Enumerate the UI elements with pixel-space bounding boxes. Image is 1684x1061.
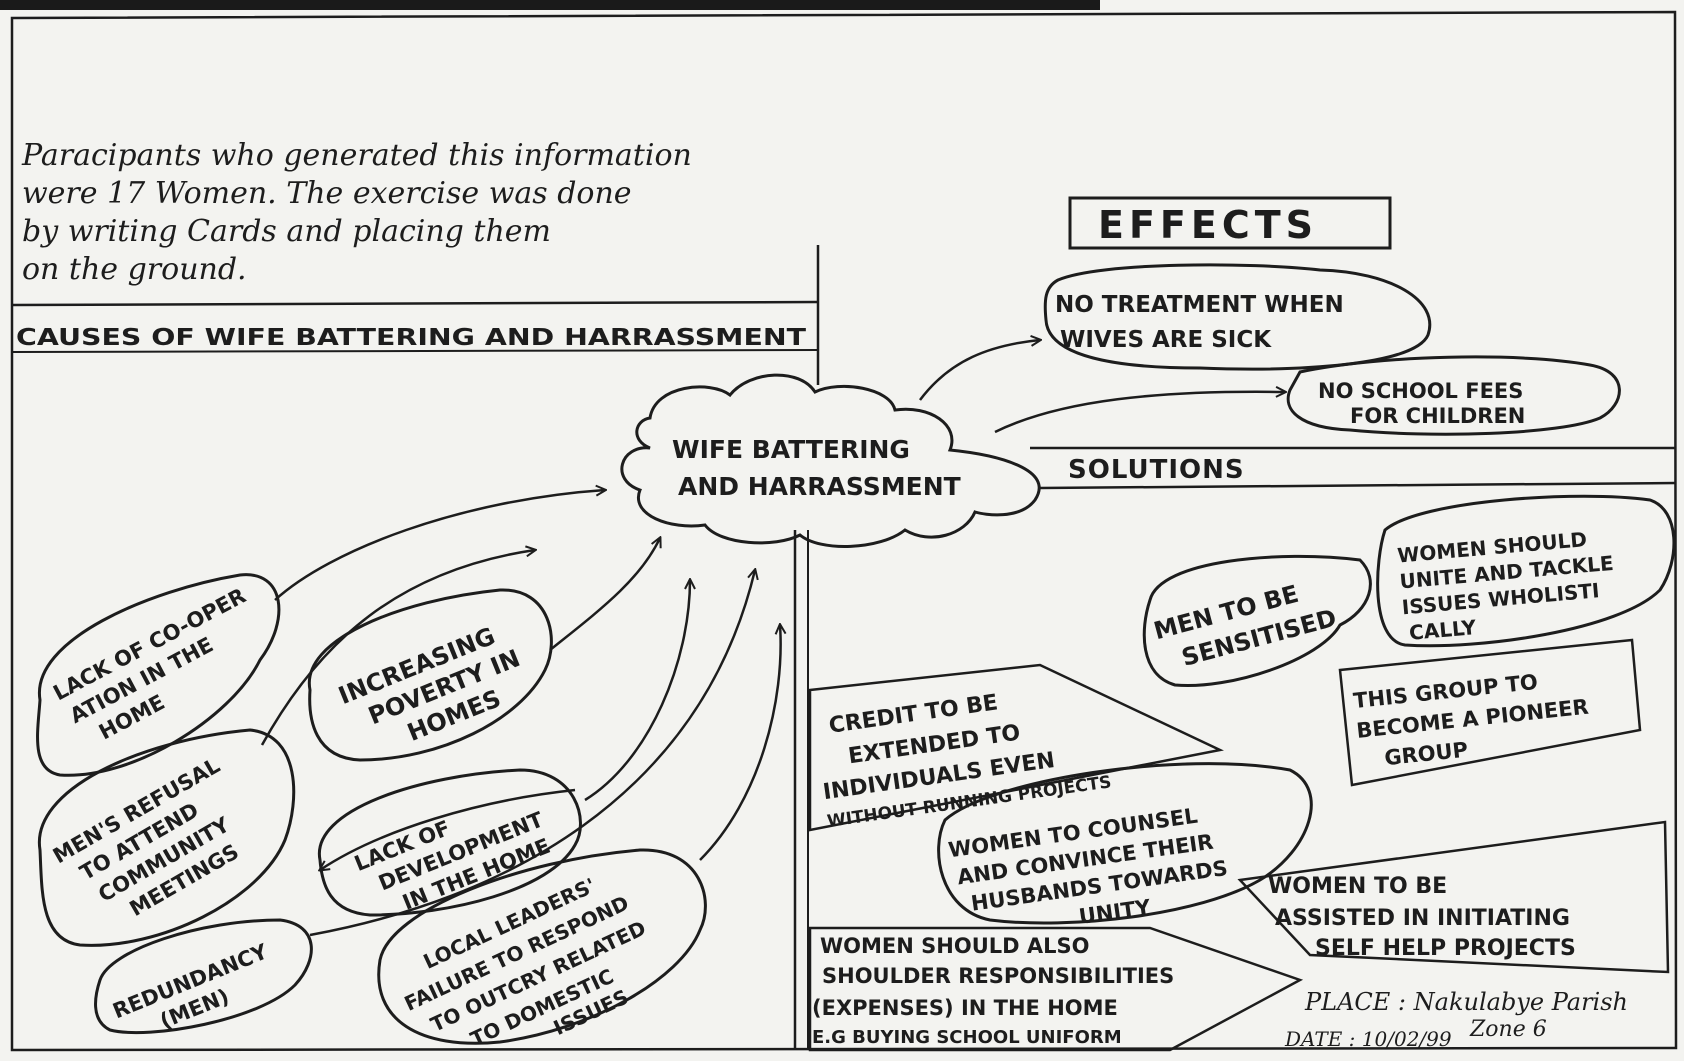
flow-arrow: [260, 550, 535, 746]
effect-text-line: NO TREATMENT WHEN: [1055, 292, 1344, 318]
effect-text-line: FOR CHILDREN: [1350, 404, 1525, 428]
place-label: PLACE : Nakulabye Parish: [1304, 988, 1628, 1016]
flow-arrow: [549, 538, 660, 651]
causes-heading: CAUSES OF WIFE BATTERING AND HARRASSMENT: [16, 325, 806, 351]
solution-text-line: WOMEN SHOULD ALSO: [820, 934, 1089, 958]
effect-text-line: WIVES ARE SICK: [1060, 327, 1272, 353]
flow-arrow: [584, 580, 690, 802]
zone-label: Zone 6: [1469, 1017, 1547, 1042]
effects-heading: EFFECTS: [1098, 203, 1318, 247]
intro-note-line: on the ground.: [22, 252, 247, 287]
scan-edge: [0, 0, 1100, 10]
central-issue-cloud: WIFE BATTERING AND HARRASSMENT: [620, 373, 1041, 548]
solution-text-line: CALLY: [1408, 615, 1477, 645]
solution-box: WOMEN TO BE ASSISTED IN INITIATING SELF …: [1237, 820, 1670, 974]
effect-bubble: NO SCHOOL FEES FOR CHILDREN: [1286, 355, 1621, 436]
solution-text-line: WOMEN TO BE: [1268, 874, 1447, 899]
solution-box: WOMEN SHOULD ALSO SHOULDER RESPONSIBILIT…: [808, 926, 1304, 1052]
intro-note-line: were 17 Women. The exercise was done: [22, 176, 632, 211]
effect-text-line: NO SCHOOL FEES: [1318, 379, 1523, 403]
solution-text-line: E.G BUYING SCHOOL UNIFORM: [812, 1027, 1122, 1048]
effect-bubble: NO TREATMENT WHEN WIVES ARE SICK: [1043, 263, 1432, 371]
solutions-heading: SOLUTIONS: [1068, 455, 1245, 485]
outer-frame: [10, 10, 1678, 1052]
central-issue-line: WIFE BATTERING: [672, 435, 910, 464]
solution-text-line: ASSISTED IN INITIATING: [1275, 906, 1570, 931]
intro-note: Paracipants who generated this informati…: [21, 138, 692, 287]
solution-text-line: (EXPENSES) IN THE HOME: [812, 996, 1118, 1020]
divider-line: [1039, 481, 1677, 490]
flow-arrow: [919, 340, 1040, 401]
flow-arrow: [274, 490, 605, 601]
flow-arrow: [699, 625, 781, 861]
solution-text-line: SHOULDER RESPONSIBILITIES: [822, 964, 1174, 988]
divider-line: [11, 349, 819, 353]
flow-arrow: [320, 788, 576, 870]
flow-arrow: [994, 392, 1285, 434]
intro-note-line: Paracipants who generated this informati…: [21, 138, 692, 173]
date-label: DATE : 10/02/99: [1284, 1027, 1452, 1051]
intro-note-line: by writing Cards and placing them: [22, 214, 551, 249]
central-issue-line: AND HARRASSMENT: [678, 472, 961, 501]
divider-line: [11, 300, 819, 307]
flow-arrow: [309, 570, 755, 937]
effects-heading-box: EFFECTS: [1068, 196, 1392, 250]
solution-text-line: SELF HELP PROJECTS: [1315, 936, 1576, 961]
